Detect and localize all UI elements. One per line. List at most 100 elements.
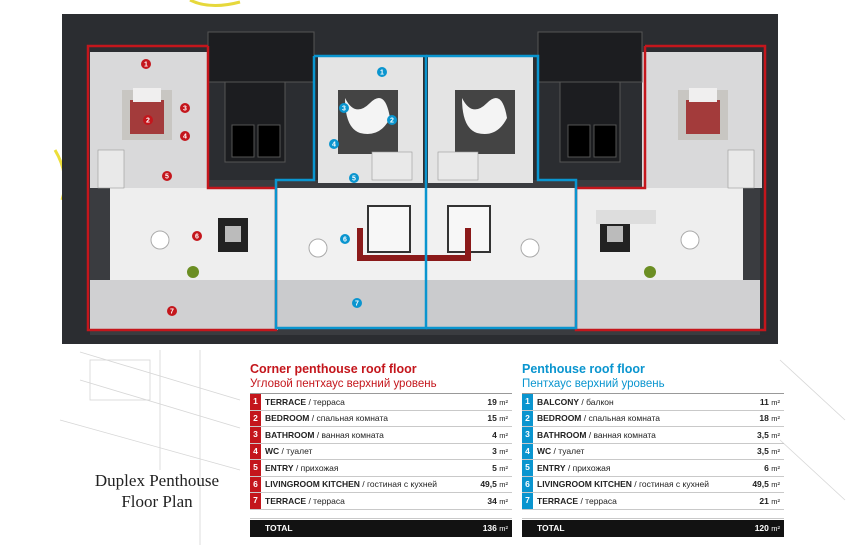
- room-area: 21 m²: [759, 495, 780, 506]
- table-row: 1 TERRACE / терраса 19 m²: [250, 394, 512, 411]
- table-spacer-row: [250, 510, 512, 519]
- marker-text: 6: [343, 237, 347, 244]
- room-name: WC / туалет: [265, 446, 313, 457]
- caption-line-2: Floor Plan: [121, 492, 193, 511]
- row-number: 3: [522, 427, 533, 443]
- table-row: 1 BALCONY / балкон 11 m²: [522, 394, 784, 411]
- row-number: 5: [250, 460, 261, 476]
- row-number: 2: [522, 410, 533, 426]
- row-number: 5: [522, 460, 533, 476]
- marker-text: 1: [380, 70, 384, 77]
- room-name: LIVINGROOM KITCHEN / гостиная с кухней: [265, 479, 438, 490]
- marker-text: 7: [355, 301, 359, 308]
- row-number: 1: [250, 394, 261, 410]
- room-name: BATHROOM / ванная комната: [265, 429, 384, 440]
- room-area: 4 m²: [492, 429, 508, 440]
- marker-text: 3: [342, 106, 346, 113]
- marker-text: 4: [183, 134, 187, 141]
- corner-room-markers: 1 2 3 4 5 6 7: [141, 59, 202, 316]
- table-subtitle: Угловой пентхаус верхний уровень: [250, 378, 437, 390]
- table-spacer-row: [522, 510, 784, 519]
- room-name: ENTRY / прихожая: [265, 462, 339, 473]
- row-number: 7: [522, 493, 533, 509]
- total-label: TOTAL: [265, 523, 293, 533]
- row-number: 2: [250, 410, 261, 426]
- room-area: 3 m²: [492, 446, 508, 457]
- room-name: BEDROOM / спальная комната: [265, 413, 388, 424]
- room-name: BEDROOM / спальная комната: [537, 413, 660, 424]
- table-row: 4 WC / туалет 3,5 m²: [522, 443, 784, 460]
- room-area: 18 m²: [759, 413, 780, 424]
- marker-text: 1: [144, 62, 148, 69]
- table-row: 4 WC / туалет 3 m²: [250, 443, 512, 460]
- room-area: 3,5 m²: [757, 429, 780, 440]
- table-title: Penthouse roof floor: [522, 362, 645, 376]
- marker-text: 4: [332, 142, 336, 149]
- penthouse-room-markers: 1 2 3 4 5 6 7: [329, 67, 397, 308]
- row-number: 4: [250, 443, 261, 459]
- total-label: TOTAL: [537, 523, 565, 533]
- corner-penthouse-outline: [86, 44, 767, 332]
- corner-penthouse-table: Corner penthouse roof floor Угловой пент…: [250, 362, 512, 537]
- room-name: TERRACE / терраса: [537, 495, 617, 506]
- marker-text: 6: [195, 234, 199, 241]
- stair-blocks: [207, 31, 643, 163]
- decorative-swoosh: [189, 0, 241, 7]
- row-number: 6: [522, 476, 533, 492]
- room-area: 6 m²: [764, 462, 780, 473]
- room-area: 34 m²: [487, 495, 508, 506]
- marker-text: 2: [146, 118, 150, 125]
- table-row: 5 ENTRY / прихожая 5 m²: [250, 460, 512, 477]
- room-area: 11 m²: [759, 396, 780, 407]
- room-area: 5 m²: [492, 462, 508, 473]
- row-number: 7: [250, 493, 261, 509]
- table-row: 6 LIVINGROOM KITCHEN / гостиная с кухней 4…: [522, 476, 784, 493]
- marker-text: 5: [165, 174, 169, 181]
- blueprint-lines: [59, 350, 846, 545]
- table-row: 2 BEDROOM / спальная комната 15 m²: [250, 410, 512, 427]
- table-row: 5 ENTRY / прихожая 6 m²: [522, 460, 784, 477]
- room-name: BALCONY / балкон: [537, 396, 614, 407]
- row-number: 3: [250, 427, 261, 443]
- caption-line-1: Duplex Penthouse: [94, 471, 220, 490]
- room-area: 15 m²: [487, 413, 508, 424]
- penthouse-outline: [274, 54, 578, 330]
- table-subtitle: Пентхаус верхний уровень: [522, 378, 665, 390]
- room-name: WC / туалет: [537, 446, 585, 457]
- row-number: 6: [250, 476, 261, 492]
- room-area: 3,5 m²: [757, 446, 780, 457]
- table-row: 3 BATHROOM / ванная комната 4 m²: [250, 427, 512, 444]
- plan-caption: Duplex Penthouse Floor Plan: [62, 470, 252, 512]
- marker-text: 3: [183, 106, 187, 113]
- table-row: 6 LIVINGROOM KITCHEN / гостиная с кухней 4…: [250, 476, 512, 493]
- total-value: 120 m²: [754, 523, 780, 533]
- table-total-row: TOTAL 120 m²: [522, 519, 784, 537]
- marker-text: 5: [352, 176, 356, 183]
- room-name: ENTRY / прихожая: [537, 462, 611, 473]
- room-name: BATHROOM / ванная комната: [537, 429, 656, 440]
- room-area: 49,5 m²: [480, 479, 508, 490]
- table-row: 2 BEDROOM / спальная комната 18 m²: [522, 410, 784, 427]
- table-row: 3 BATHROOM / ванная комната 3,5 m²: [522, 427, 784, 444]
- table-row: 7 TERRACE / терраса 34 m²: [250, 493, 512, 510]
- row-number: 1: [522, 394, 533, 410]
- table-rows: 1 BALCONY / балкон 11 m² 2 BEDROOM / спальна…: [522, 393, 784, 510]
- room-name: TERRACE / терраса: [265, 396, 345, 407]
- room-area: 19 m²: [487, 396, 508, 407]
- room-name: TERRACE / терраса: [265, 495, 345, 506]
- table-row: 7 TERRACE / терраса 21 m²: [522, 493, 784, 510]
- marker-text: 2: [390, 118, 394, 125]
- living-furniture: [150, 205, 700, 278]
- room-name: LIVINGROOM KITCHEN / гостиная с кухней: [537, 479, 710, 490]
- row-number: 4: [522, 443, 533, 459]
- table-total-row: TOTAL 136 m²: [250, 519, 512, 537]
- staircases: [97, 149, 755, 189]
- table-title: Corner penthouse roof floor: [250, 362, 417, 376]
- marker-text: 7: [170, 309, 174, 316]
- room-area: 49,5 m²: [752, 479, 780, 490]
- penthouse-table: Penthouse roof floor Пентхаус верхний ур…: [522, 362, 784, 537]
- total-value: 136 m²: [482, 523, 508, 533]
